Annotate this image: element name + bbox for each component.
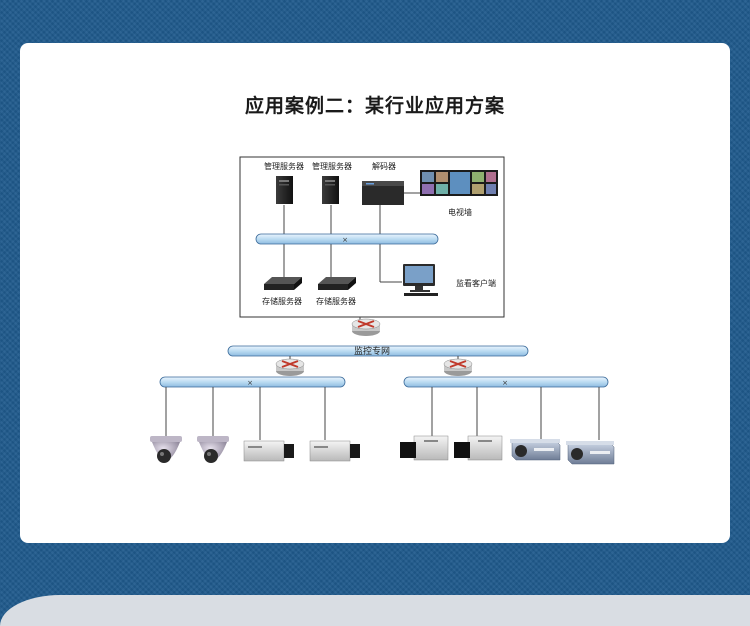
right-sub-bus: × bbox=[403, 376, 609, 388]
core-router-icon bbox=[351, 318, 381, 336]
storage-server-2-label: 存储服务器 bbox=[316, 296, 356, 306]
storage-server-1-icon bbox=[264, 277, 302, 290]
mgmt-server-1-label: 管理服务器 bbox=[264, 161, 304, 171]
video-wall-label: 电视墙 bbox=[448, 207, 472, 217]
box-camera-2-icon bbox=[309, 440, 360, 462]
mgmt-server-1-icon bbox=[276, 176, 293, 204]
monitor-network-label: 监控专网 bbox=[354, 345, 390, 357]
box-camera-4-icon bbox=[454, 435, 503, 461]
inner-bus: × bbox=[255, 233, 439, 245]
storage-server-1-label: 存储服务器 bbox=[262, 296, 302, 306]
box-camera-1-icon bbox=[243, 440, 294, 462]
left-router-icon bbox=[275, 356, 305, 376]
decoder-icon bbox=[362, 181, 404, 205]
dome-camera-1-icon bbox=[150, 436, 182, 463]
svg-text:×: × bbox=[502, 379, 508, 387]
ir-camera-1-icon bbox=[510, 439, 561, 461]
monitor-client-icon bbox=[403, 264, 438, 296]
monitor-network-bus bbox=[227, 345, 529, 357]
camera-drop-lines bbox=[165, 387, 600, 440]
mgmt-server-2-icon bbox=[322, 176, 339, 204]
dome-camera-2-icon bbox=[197, 436, 229, 463]
svg-text:×: × bbox=[342, 236, 348, 244]
storage-server-2-icon bbox=[318, 277, 356, 290]
connectors-top bbox=[283, 192, 420, 330]
video-wall-icon bbox=[420, 170, 498, 196]
right-router-icon bbox=[443, 356, 473, 376]
left-sub-bus: × bbox=[159, 376, 346, 388]
mgmt-server-2-label: 管理服务器 bbox=[312, 161, 352, 171]
svg-text:×: × bbox=[247, 379, 253, 387]
page-title: 应用案例二：某行业应用方案 bbox=[244, 95, 505, 117]
monitor-client-label: 监看客户端 bbox=[456, 278, 496, 288]
ir-camera-2-icon bbox=[566, 441, 615, 465]
box-camera-3-icon bbox=[400, 435, 449, 461]
bottom-band bbox=[0, 595, 750, 626]
decoder-label: 解码器 bbox=[372, 161, 396, 171]
